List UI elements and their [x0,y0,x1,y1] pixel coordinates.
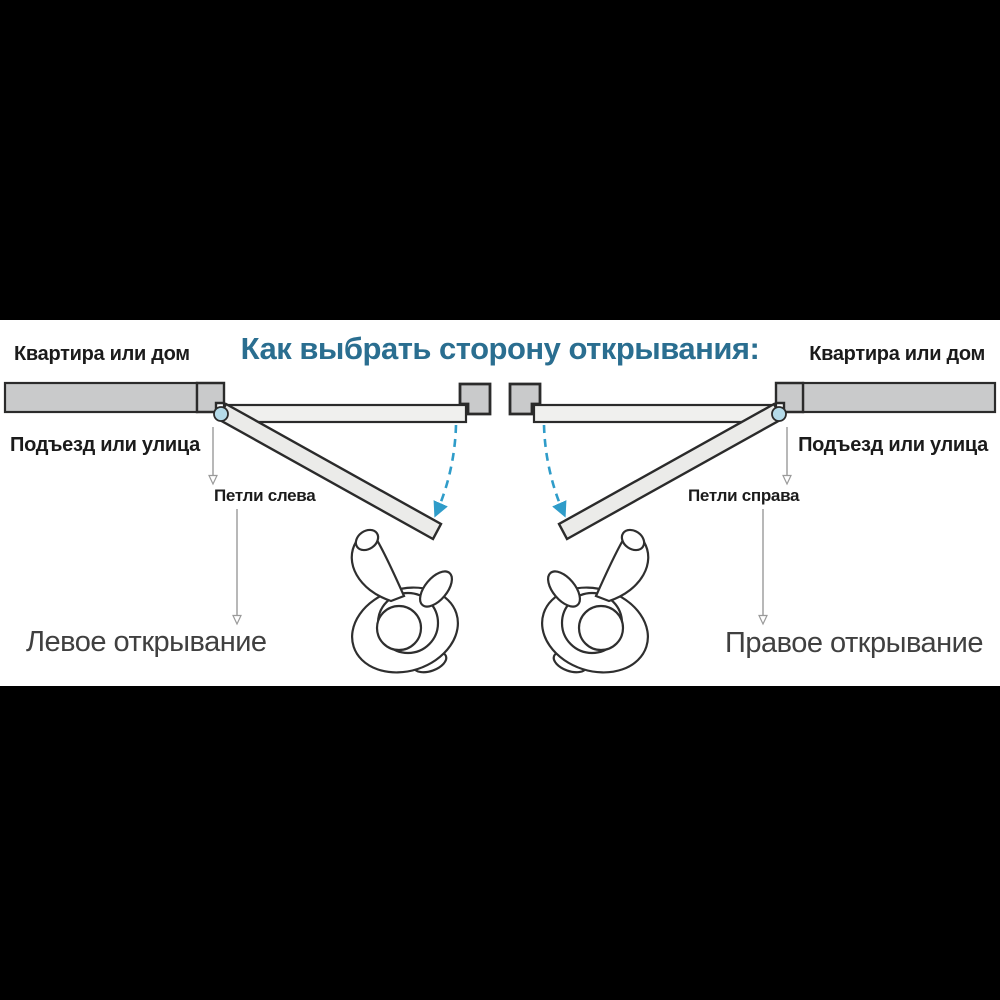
person-figure [350,528,459,674]
letterbox-bottom [0,686,1000,1000]
door-leaf-closed [222,403,468,424]
letterbox-top [0,0,1000,320]
diagram-title: Как выбрать сторону открывания: [240,331,760,366]
swing-direction-arrow [433,424,458,518]
wall-inside [3,381,199,414]
right-hinge-label: Петли справа [688,486,800,505]
left-outside-zone-label: Подъезд или улица [10,434,200,456]
door-frame-hinge-side [195,381,226,414]
hinge-pointer-arrowhead [208,474,218,486]
opening-pointer-arrowhead [232,614,242,626]
left-door-scheme [3,381,492,674]
right-outside-zone-label: Подъезд или улица [798,434,988,456]
right-opening-label: Правое открывание [725,627,983,659]
left-inside-zone-label: Квартира или дом [14,343,190,365]
person-hand [354,528,380,552]
right-inside-zone-label: Квартира или дом [809,343,985,365]
left-opening-label: Левое открывание [26,626,267,658]
person-head [375,604,423,652]
door-leaf-open [216,402,443,541]
hinge-pivot [213,406,229,422]
left-hinge-label: Петли слева [214,486,316,505]
person-arm [418,570,454,608]
